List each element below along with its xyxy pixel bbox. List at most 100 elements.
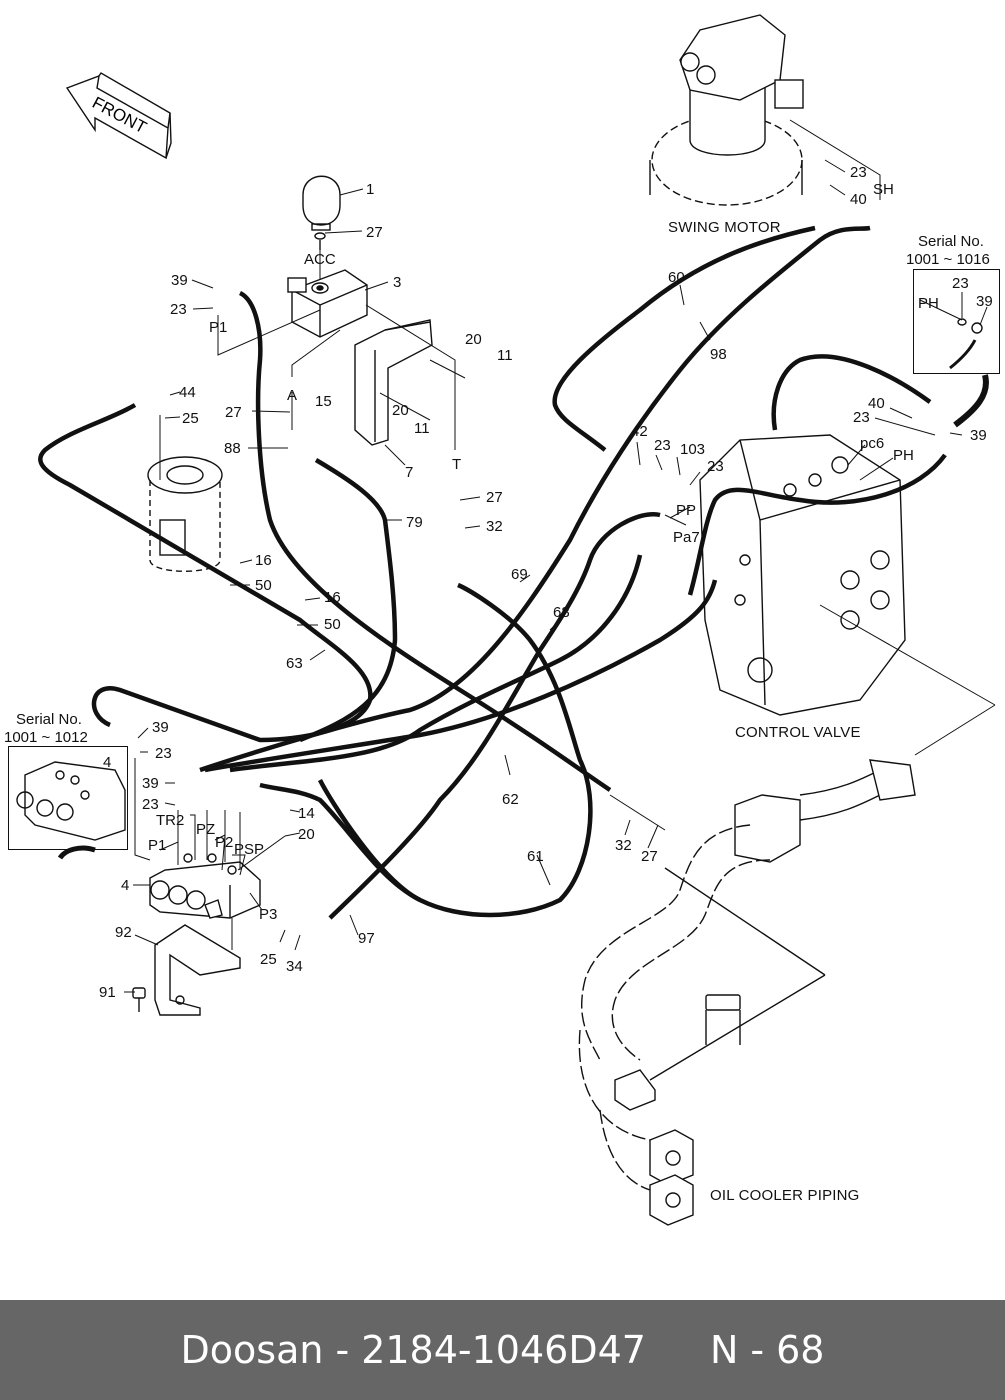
footer-page-number: 68 [776,1328,825,1372]
hydraulic-parts-diagram: FRONT SWING MOTOR CONTROL VALVE OIL COOL… [4,14,1000,1226]
inset-serial-label: Serial No. [16,711,82,728]
bracket-icon [354,319,433,446]
footer-separator: - [335,1328,350,1372]
callout-25: 25 [260,951,277,968]
inset-serial-label: Serial No. [918,233,984,250]
valve-block-icon [287,269,368,338]
hoses [38,225,947,920]
port-p1-block: P1 [148,837,167,854]
callout-44: 44 [179,384,196,401]
footer-page-section: N [709,1328,739,1372]
footer-part-number: 2184-1046D47 [361,1328,646,1372]
port-pc6: pc6 [860,435,885,452]
manifold-block-icon [149,853,261,919]
mount-bracket-icon [132,924,241,1016]
callout-50: 50 [255,577,272,594]
callout-103: 103 [680,441,706,458]
footer-separator: - [750,1328,765,1372]
callout-32: 32 [615,837,632,854]
front-arrow-icon [65,72,172,160]
callout-15: 15 [315,393,332,410]
inset-box-1001-1016 [913,269,1000,374]
callout-4: 4 [103,754,112,771]
callout-39: 39 [152,719,169,736]
callout-27: 27 [641,848,658,865]
swing-motor-label: SWING MOTOR [668,219,781,236]
callout-32: 32 [486,518,503,535]
callout-61: 61 [527,848,544,865]
port-psp: PSP [234,841,265,858]
callout-69: 69 [511,566,528,583]
callout-68: 68 [553,604,570,621]
callout-91: 91 [99,984,116,1001]
callout-27: 27 [366,224,383,241]
callout-23: 23 [850,164,867,181]
port-a: A [287,387,298,404]
callout-27: 27 [225,404,242,421]
callout-42: 42 [631,423,648,440]
callout-25: 25 [182,410,199,427]
port-ph: PH [893,447,914,464]
inset-serial-range: 1001 ~ 1016 [906,251,990,268]
callout-98: 98 [710,346,727,363]
callout-1: 1 [366,181,375,198]
callout-3: 3 [393,274,402,291]
port-p2: P2 [215,834,234,851]
callout-20: 20 [298,826,315,843]
port-p1: P1 [209,319,228,336]
callout-11: 11 [414,420,430,437]
callout-97: 97 [358,930,375,947]
callout-23: 23 [853,409,870,426]
callout-23: 23 [654,437,671,454]
callout-39: 39 [976,293,993,310]
port-ph-inset: PH [918,295,939,312]
callout-20: 20 [392,402,409,419]
accumulator-icon [302,175,341,250]
port-pz: PZ [196,821,216,838]
callout-11: 11 [497,347,513,364]
callout-14: 14 [298,805,315,822]
callout-63: 63 [286,655,303,672]
leader-lines [124,119,996,993]
inset-serial-range: 1001 ~ 1012 [4,729,88,746]
control-valve-label: CONTROL VALVE [735,724,861,741]
callout-39: 39 [970,427,987,444]
swivel-joint-icon [147,456,223,572]
callout-40: 40 [868,395,885,412]
callout-40: 40 [850,191,867,208]
callout-92: 92 [115,924,132,941]
footer-bar: Doosan - 2184-1046D47 N - 68 [0,1300,1005,1400]
callout-23: 23 [170,301,187,318]
swing-motor-icon [649,14,804,206]
port-acc: ACC [304,251,336,268]
port-tr2: TR2 [156,812,185,829]
callout-34: 34 [286,958,303,975]
port-sh: SH [873,181,894,198]
port-pa7: Pa7 [673,529,700,546]
callout-62: 62 [502,791,519,808]
callout-27: 27 [486,489,503,506]
oil-cooler-piping-label: OIL COOLER PIPING [710,1187,860,1204]
callout-23: 23 [155,745,172,762]
callout-20: 20 [465,331,482,348]
callout-50: 50 [324,616,341,633]
port-t: T [452,456,462,473]
callout-60: 60 [668,269,685,286]
control-valve-icon [699,434,906,716]
inset-fitting-icon [949,318,989,428]
inset-box-1001-1012 [8,746,128,850]
footer-brand: Doosan [180,1328,324,1372]
callout-16: 16 [324,589,341,606]
callout-7: 7 [405,464,414,481]
diagram-drawing [16,14,996,1226]
callout-4: 4 [121,877,130,894]
callout-23: 23 [142,796,159,813]
callout-16: 16 [255,552,272,569]
callout-39: 39 [142,775,159,792]
callout-39: 39 [171,272,188,289]
callout-88: 88 [224,440,241,457]
oil-cooler-piping-icon [578,759,916,1226]
port-p3: P3 [259,906,278,923]
callout-23: 23 [952,275,969,292]
callout-23: 23 [707,458,724,475]
